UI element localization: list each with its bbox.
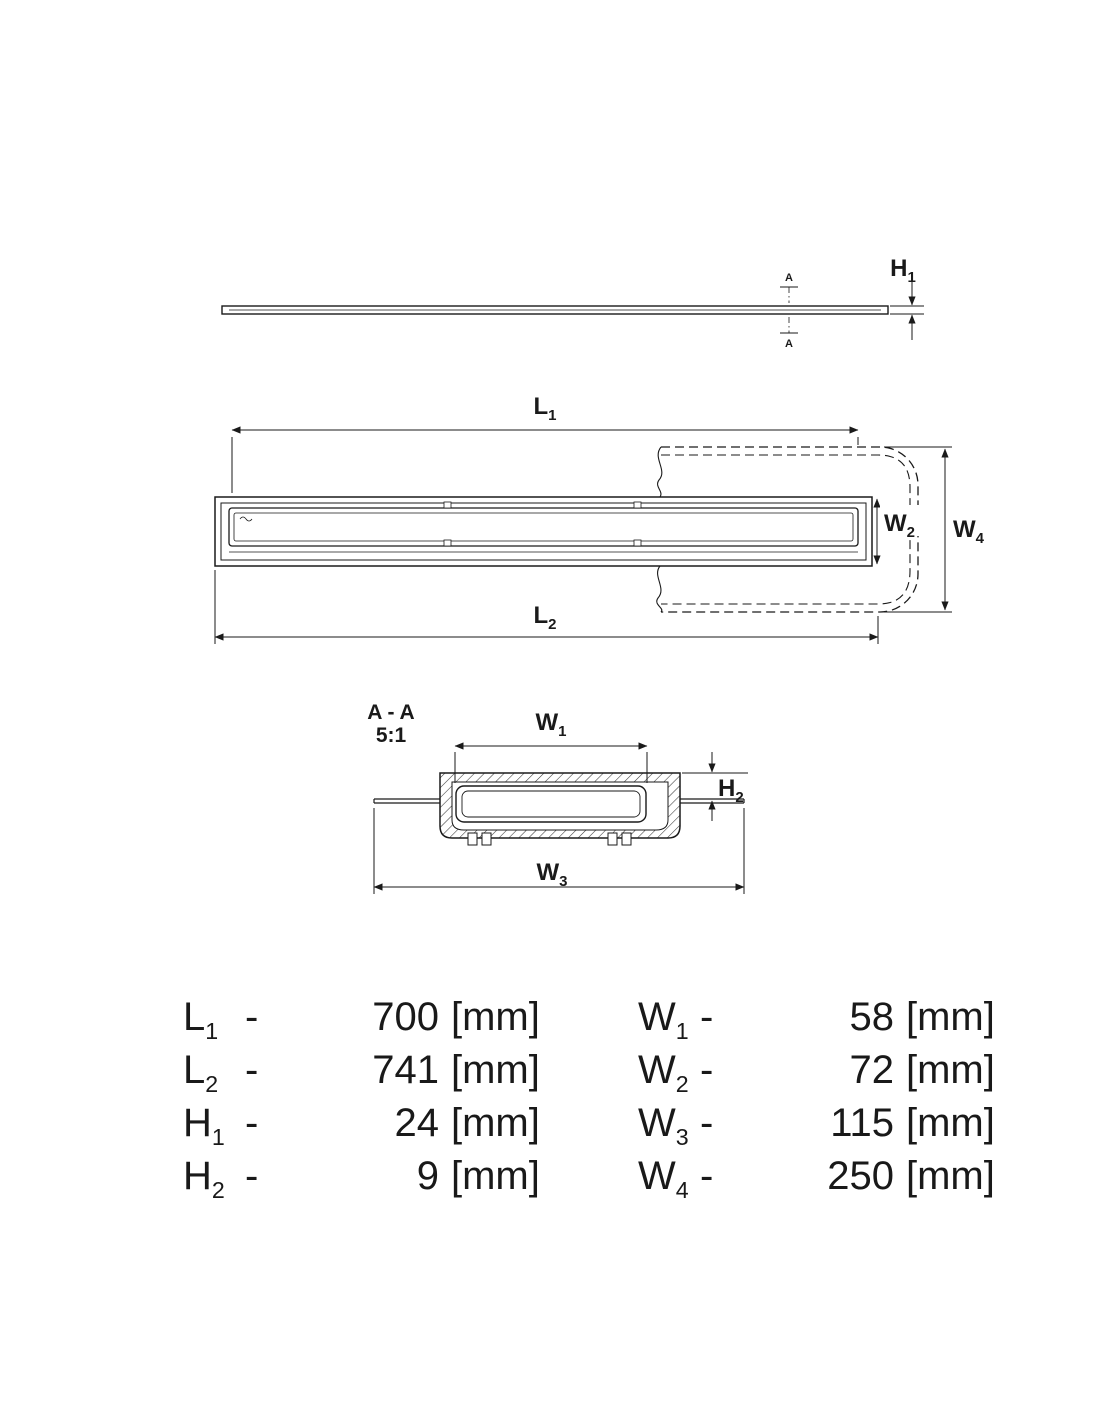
dimension-unit: [mm]: [451, 1048, 540, 1092]
dimension-w2: [873, 498, 922, 565]
drain-body-plan: [214, 496, 873, 567]
dimension-label: W2: [638, 1048, 689, 1097]
dash: -: [700, 1154, 714, 1198]
dimension-w1: [454, 742, 648, 783]
dimension-value: 741: [372, 1048, 439, 1092]
dim-label-w4: W4: [953, 516, 985, 547]
dimension-label: W4: [638, 1154, 689, 1203]
plan-view: L1 L2 W2 W4: [214, 393, 985, 644]
dimension-w4: [884, 446, 952, 613]
section-marker-a-top: A: [785, 272, 793, 284]
table-row-l2: L2 - 741 [mm]: [183, 1048, 540, 1101]
dimension-value: 115: [830, 1101, 894, 1145]
dimension-l1: [231, 426, 859, 493]
dimension-value: 700: [372, 995, 439, 1039]
dimension-unit: [mm]: [906, 995, 995, 1039]
grate-section: [455, 785, 647, 823]
dash: -: [700, 995, 714, 1039]
dim-label-l1: L1: [533, 393, 556, 424]
dimension-unit: [mm]: [451, 1154, 540, 1198]
dimension-value: 9: [416, 1154, 439, 1198]
section-scale: 5:1: [376, 724, 407, 747]
dash: -: [700, 1101, 714, 1145]
dimension-label: L2: [183, 1048, 219, 1097]
brand-mark: [239, 516, 253, 522]
section-view: A - A 5:1 W: [367, 701, 748, 894]
dash: -: [245, 1154, 259, 1198]
dash: -: [245, 1048, 259, 1092]
table-row-w2: W2 - 72 [mm]: [638, 1048, 995, 1101]
dash: -: [700, 1048, 714, 1092]
dimension-unit: [mm]: [906, 1048, 995, 1092]
torn-edge-bottom: [656, 565, 663, 613]
dimension-value: 250: [827, 1154, 894, 1198]
side-view: A A H1: [221, 255, 924, 350]
section-marker-a-bottom: A: [785, 338, 793, 350]
dimension-unit: [mm]: [451, 1101, 540, 1145]
dimension-table-right: W1 - 58 [mm] W2 - 72 [mm] W3 - 115 [mm] …: [638, 995, 995, 1207]
section-plane-marks: [780, 286, 798, 334]
dimension-label: W1: [638, 995, 689, 1044]
torn-edge-top: [657, 446, 663, 498]
table-row-l1: L1 - 700 [mm]: [183, 995, 540, 1048]
grate-plan: [228, 507, 859, 547]
dimension-value: 72: [849, 1048, 895, 1092]
section-title: A - A: [367, 701, 414, 724]
table-row-w4: W4 - 250 [mm]: [638, 1154, 995, 1207]
dimension-label: L1: [183, 995, 219, 1044]
dimension-label: H2: [183, 1154, 225, 1203]
section-channel: [439, 772, 681, 846]
dash: -: [245, 1101, 259, 1145]
dimension-unit: [mm]: [451, 995, 540, 1039]
dim-label-h1: H1: [890, 255, 916, 286]
dimension-table-left: L1 - 700 [mm] L2 - 741 [mm] H1 - 24 [mm]…: [183, 995, 540, 1207]
dimension-value: 24: [394, 1101, 440, 1145]
dimension-unit: [mm]: [906, 1101, 995, 1145]
table-row-h1: H1 - 24 [mm]: [183, 1101, 540, 1154]
drawing-canvas: A A H1: [214, 255, 985, 894]
table-row-w1: W1 - 58 [mm]: [638, 995, 995, 1048]
dimension-l2: [214, 570, 879, 644]
table-row-h2: H2 - 9 [mm]: [183, 1154, 540, 1207]
dimension-label: H1: [183, 1101, 225, 1150]
dim-label-w2: W2: [884, 510, 915, 541]
dim-label-l2: L2: [533, 602, 556, 633]
dimension-label: W3: [638, 1101, 689, 1150]
dash: -: [245, 995, 259, 1039]
dimension-h1: [890, 280, 924, 340]
dimension-value: 58: [849, 995, 895, 1039]
dim-label-w3: W3: [537, 859, 568, 890]
dimension-w3: [373, 808, 745, 894]
dim-label-w1: W1: [536, 709, 567, 740]
dimension-h2: [682, 752, 748, 821]
dimension-unit: [mm]: [906, 1154, 995, 1198]
table-row-w3: W3 - 115 [mm]: [638, 1101, 995, 1154]
dim-label-h2: H2: [718, 775, 744, 806]
